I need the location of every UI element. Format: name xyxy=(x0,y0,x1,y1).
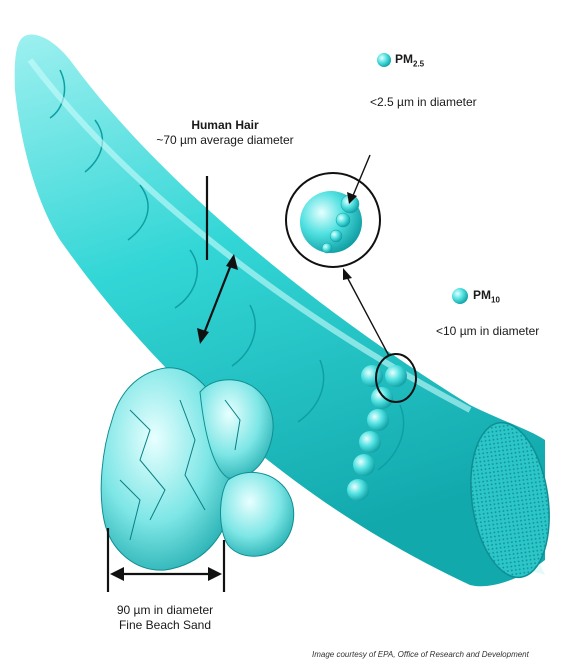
hair-description: ~70 µm average diameter xyxy=(140,133,310,148)
pm25-label: PM2.5 xyxy=(395,52,424,71)
pm10-legend-dot xyxy=(452,288,468,304)
pm10-label: PM10 xyxy=(473,288,500,307)
sand-grains xyxy=(101,368,294,570)
pm10-description: <10 µm in diameter xyxy=(436,324,539,339)
pm25-description: <2.5 µm in diameter xyxy=(370,95,477,110)
pm25-magnifier xyxy=(286,173,380,267)
sand-title: Fine Beach Sand xyxy=(100,618,230,633)
hair-title: Human Hair xyxy=(170,118,280,133)
pm25-legend-dot xyxy=(377,53,391,67)
sand-description: 90 µm in diameter xyxy=(100,603,230,618)
image-credit: Image courtesy of EPA, Office of Researc… xyxy=(312,650,529,659)
